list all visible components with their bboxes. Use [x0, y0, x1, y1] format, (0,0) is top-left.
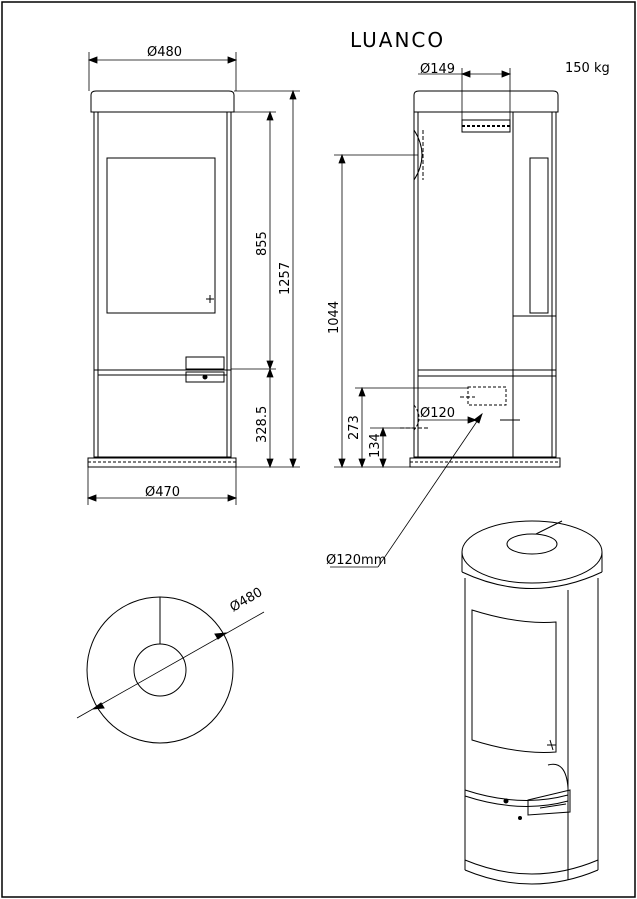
side-rear-outlet-diameter: Ø120 [420, 406, 455, 421]
perspective-bottom [464, 869, 599, 885]
perspective-top [461, 520, 603, 584]
perspective-flue [506, 533, 558, 555]
side-rear-outlet-height: 273 [347, 415, 362, 440]
front-body [93, 111, 232, 458]
top-view-diameter: Ø480 [228, 585, 266, 616]
front-dimensions [86, 52, 300, 505]
side-top-cap [413, 90, 559, 113]
side-window [529, 157, 549, 314]
weight-label: 150 kg [565, 61, 610, 76]
perspective-view [461, 520, 603, 885]
side-dimensions [330, 68, 512, 568]
top-view [76, 596, 265, 744]
side-outlet-height: 1044 [327, 301, 342, 334]
front-view [87, 90, 237, 468]
side-body [413, 111, 557, 458]
front-top-diameter: Ø480 [147, 45, 182, 60]
side-rear-outlet [467, 386, 507, 406]
perspective-air-control [527, 789, 571, 816]
front-top-cap [90, 90, 235, 113]
side-view [400, 90, 561, 468]
side-top-outlet-diameter: Ø149 [420, 62, 455, 77]
model-title: LUANCO [350, 28, 445, 52]
front-height-upper: 855 [255, 231, 270, 256]
top-view-flue-circle [133, 643, 187, 697]
side-air-inlet-height: 134 [368, 433, 383, 458]
front-door-glass [106, 157, 216, 314]
front-base-diameter: Ø470 [145, 485, 180, 500]
front-height-total: 1257 [278, 262, 293, 295]
perspective-window [471, 609, 557, 753]
callout-diameter: Ø120mm [326, 553, 386, 568]
front-height-lower: 328.5 [255, 406, 270, 443]
side-door-bulge [413, 129, 423, 181]
front-air-control [185, 356, 225, 370]
